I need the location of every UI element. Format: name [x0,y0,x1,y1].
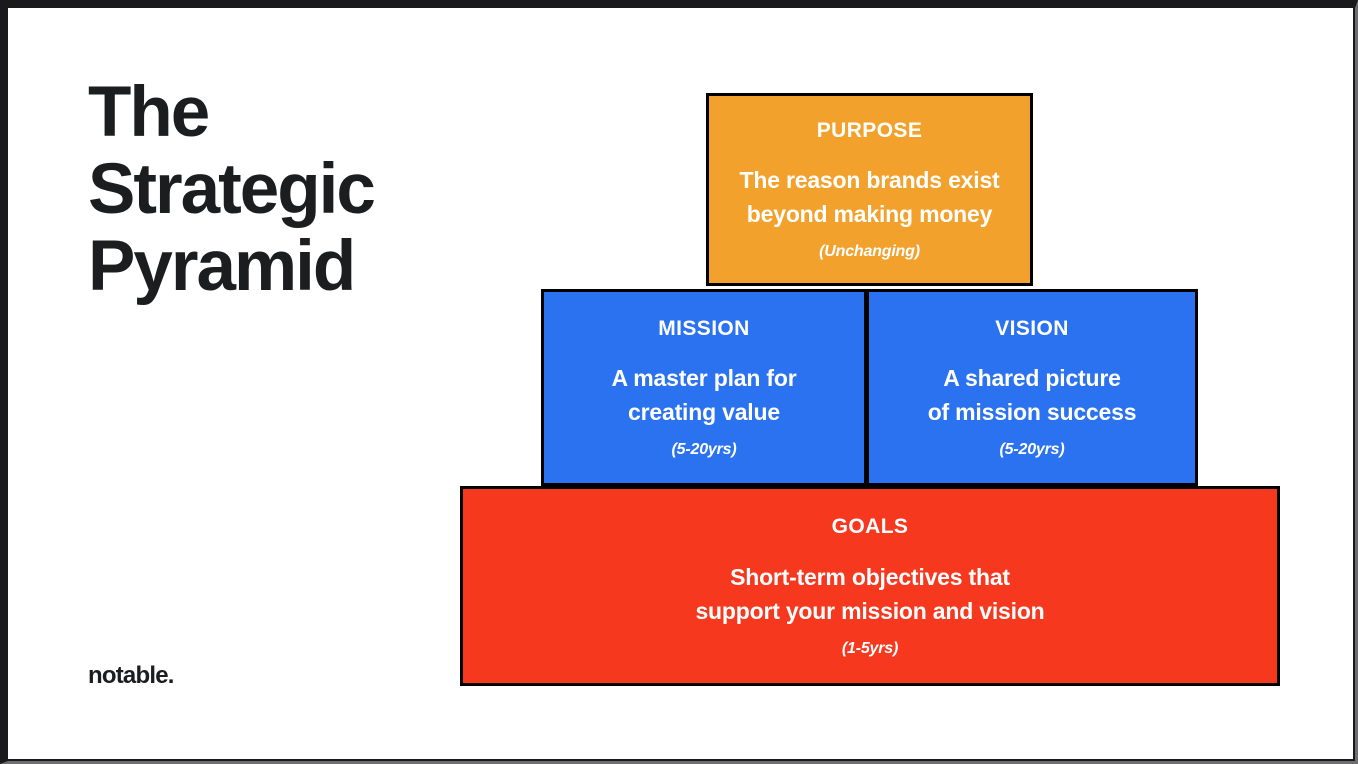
goals-body: Short-term objectives that support your … [695,560,1044,628]
pyramid-level-goals: GOALS Short-term objectives that support… [460,486,1280,686]
page-title-line-2: Strategic [88,150,376,229]
goals-header: GOALS [831,515,909,538]
vision-body-line-2: of mission success [927,399,1137,425]
pyramid-level-mission: MISSION A master plan for creating value… [541,289,867,486]
purpose-body-line-1: The reason brands exist [739,167,1000,193]
mission-body-line-2: creating value [628,399,780,425]
page-title-line-3: Pyramid [88,227,356,306]
purpose-header: PURPOSE [816,119,923,142]
purpose-timeframe-note: (Unchanging) [819,243,920,260]
vision-header: VISION [995,317,1069,340]
mission-timeframe-note: (5-20yrs) [671,441,737,458]
pyramid-level-vision: VISION A shared picture of mission succe… [866,289,1198,486]
goals-timeframe-note: (1-5yrs) [841,640,899,657]
pyramid-level-purpose: PURPOSE The reason brands exist beyond m… [706,93,1033,286]
goals-body-line-1: Short-term objectives that [730,564,1010,590]
purpose-body: The reason brands exist beyond making mo… [740,163,1000,231]
goals-body-line-2: support your mission and vision [695,598,1045,624]
mission-body: A master plan for creating value [612,361,797,429]
mission-header: MISSION [658,317,750,340]
vision-body: A shared picture of mission success [928,361,1137,429]
notable-logo: notable. [88,662,174,689]
mission-body-line-1: A master plan for [611,365,797,391]
vision-body-line-1: A shared picture [943,365,1121,391]
page-title: The Strategic Pyramid [88,74,508,305]
purpose-body-line-2: beyond making money [746,201,993,227]
vision-timeframe-note: (5-20yrs) [999,441,1065,458]
page-title-line-1: The [88,73,210,152]
